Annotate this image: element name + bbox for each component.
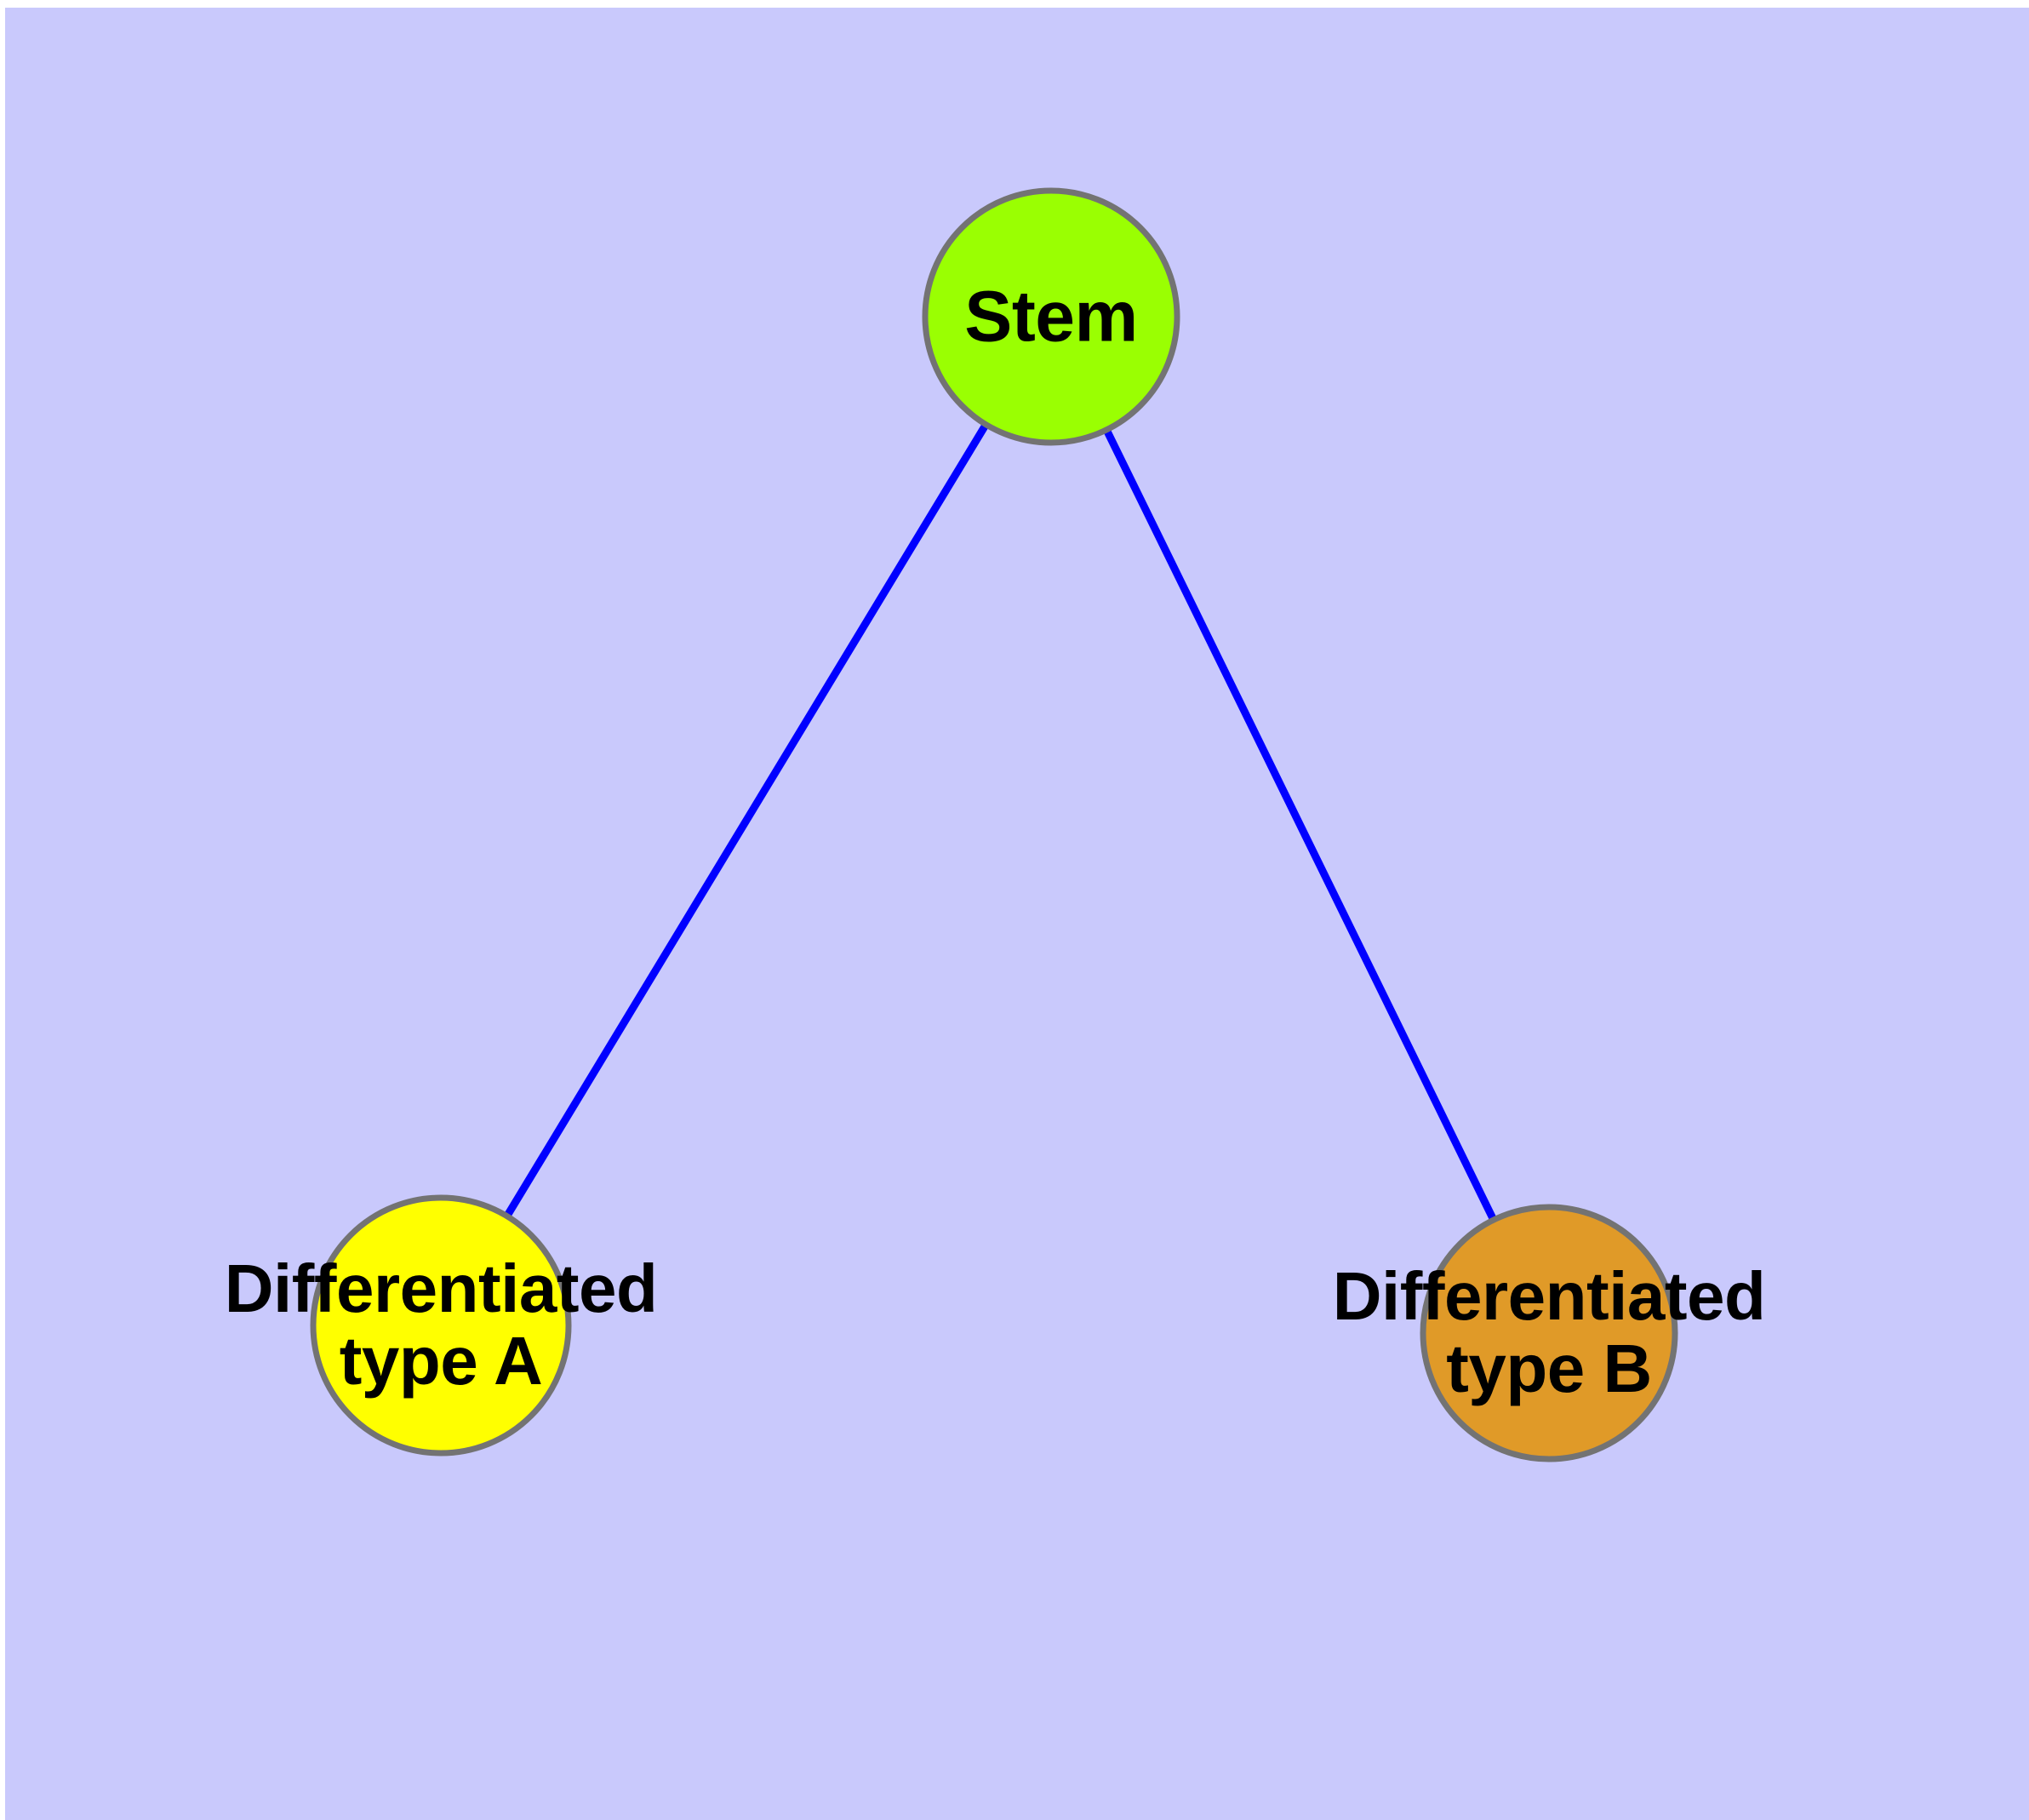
nodes-layer [310, 187, 1678, 1462]
graph-edge[interactable] [437, 314, 1055, 1328]
graph-node-diff_a[interactable] [310, 1194, 572, 1457]
graph-node-diff_b[interactable] [1420, 1204, 1678, 1462]
edges-layer [437, 314, 1553, 1335]
graph-edge[interactable] [1047, 315, 1553, 1335]
graph-node-stem[interactable] [922, 187, 1180, 446]
